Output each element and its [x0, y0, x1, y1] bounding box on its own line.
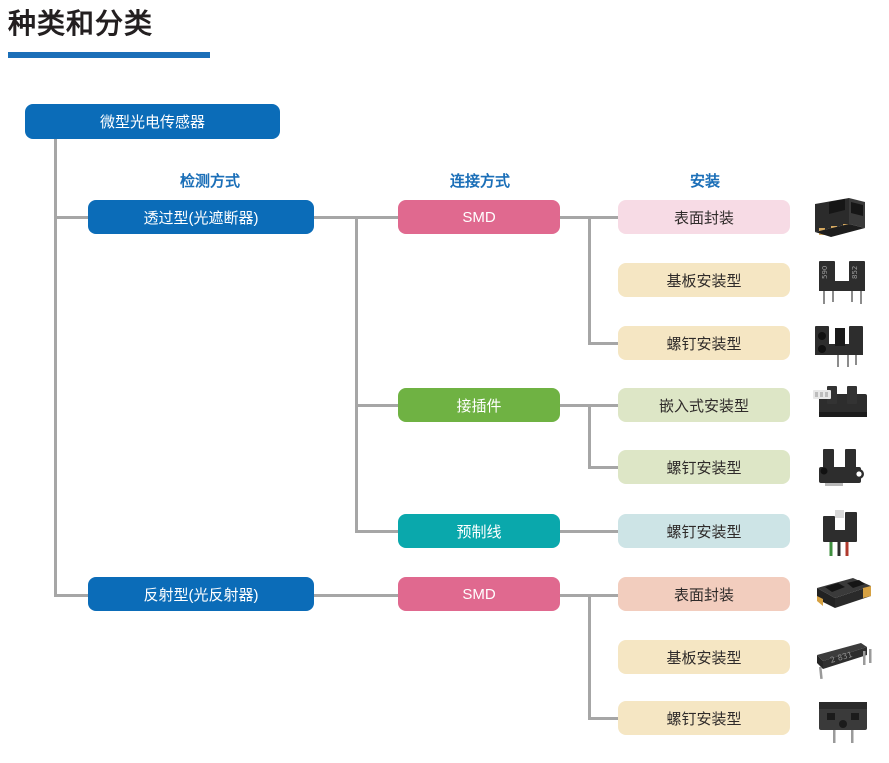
svg-text:590: 590: [821, 266, 829, 279]
node-mounting-screw-mount-smd-transmissive[interactable]: 螺钉安装型: [618, 326, 790, 360]
node-mounting-screw-mount-connector[interactable]: 螺钉安装型: [618, 450, 790, 484]
node-connection-connector[interactable]: 接插件: [398, 388, 560, 422]
page-title: 种类和分类: [8, 8, 154, 39]
node-mounting-embedded-connector[interactable]: 嵌入式安装型: [618, 388, 790, 422]
column-header-mounting: 安装: [689, 173, 720, 190]
product-photo-photoreflector-smd: [805, 566, 883, 622]
connector-smd-bottom-to-surface: [588, 594, 620, 597]
connector-smd-bottom-to-screw: [588, 717, 620, 720]
connector-root-to-reflective: [54, 594, 90, 597]
node-connection-smd-reflective[interactable]: SMD: [398, 577, 560, 611]
connector-transmissive-to-smd: [355, 216, 400, 219]
connector-smd-top-out: [558, 216, 591, 219]
connector-root-to-transmissive: [54, 216, 90, 219]
svg-text:852: 852: [851, 266, 859, 279]
connector-smd-top-to-surface: [588, 216, 620, 219]
connector-transmissive-trunk: [355, 216, 358, 533]
node-root-micro-photo-sensor[interactable]: 微型光电传感器: [25, 104, 280, 139]
product-photo-photoreflector-through-hole: 2 831: [805, 629, 883, 685]
connector-cable-to-screw: [558, 530, 620, 533]
connector-smd-bottom-out: [558, 594, 591, 597]
product-photo-photoreflector-screw: [805, 692, 883, 748]
node-detection-reflective[interactable]: 反射型(光反射器): [88, 577, 314, 611]
product-photo-photointerrupter-connector-insert: [805, 378, 883, 434]
connector-root-trunk: [54, 138, 57, 597]
product-photo-photointerrupter-smd: [805, 190, 883, 246]
product-photo-photointerrupter-through-hole: 590 852: [805, 253, 883, 309]
product-photo-photointerrupter-screw: [805, 316, 883, 372]
column-header-detection: 检测方式: [179, 173, 240, 190]
node-connection-smd-transmissive[interactable]: SMD: [398, 200, 560, 234]
node-mounting-surface-package-reflective[interactable]: 表面封装: [618, 577, 790, 611]
connector-connector-trunk: [588, 404, 591, 468]
connector-connector-out: [558, 404, 591, 407]
connector-connector-to-embedded: [588, 404, 620, 407]
node-mounting-board-mount-transmissive[interactable]: 基板安装型: [618, 263, 790, 297]
node-mounting-board-mount-reflective[interactable]: 基板安装型: [618, 640, 790, 674]
connector-smd-top-trunk: [588, 216, 591, 345]
connector-reflective-to-smd: [312, 594, 400, 597]
node-detection-transmissive[interactable]: 透过型(光遮断器): [88, 200, 314, 234]
node-mounting-screw-mount-reflective[interactable]: 螺钉安装型: [618, 701, 790, 735]
node-connection-cable[interactable]: 预制线: [398, 514, 560, 548]
product-photo-photointerrupter-cable: [805, 504, 883, 560]
connector-smd-bottom-trunk: [588, 594, 591, 720]
node-mounting-screw-mount-cable[interactable]: 螺钉安装型: [618, 514, 790, 548]
connector-transmissive-out: [312, 216, 357, 219]
column-header-connection: 连接方式: [449, 173, 510, 190]
node-mounting-surface-package-transmissive[interactable]: 表面封装: [618, 200, 790, 234]
connector-connector-to-screw: [588, 466, 620, 469]
product-photo-photointerrupter-connector-screw: [805, 441, 883, 497]
title-underline-rule: [8, 52, 210, 58]
connector-smd-top-to-screw: [588, 342, 620, 345]
connector-transmissive-to-cable: [355, 530, 400, 533]
connector-transmissive-to-connector: [355, 404, 400, 407]
